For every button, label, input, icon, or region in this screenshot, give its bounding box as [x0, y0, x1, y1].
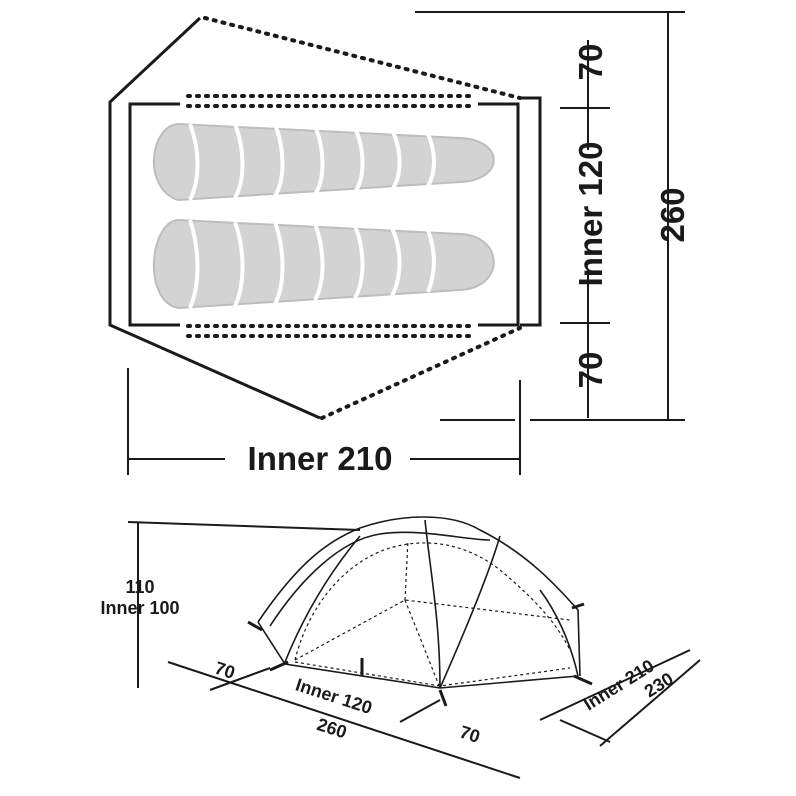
inner-tent-outline	[128, 102, 520, 327]
fly-outline-solid	[108, 16, 321, 420]
label-vestibule-front: 70	[572, 44, 609, 81]
label-inner-120: Inner 120	[572, 142, 609, 287]
sleeping-bag-icon	[153, 122, 495, 310]
label-side-260: 260	[314, 714, 349, 742]
height-ref-line	[127, 521, 361, 531]
label-vestibule-back: 70	[572, 352, 609, 389]
dim-side-right	[539, 649, 701, 747]
dim-side-left	[167, 661, 521, 779]
tent-icon: 110 Inner 100 70 Inner 120 260 70 Inner …	[100, 516, 701, 779]
fly-outline-solid-right	[520, 96, 542, 327]
dim-line-260	[415, 11, 685, 421]
label-260: 260	[654, 187, 691, 242]
label-height-inner-100: Inner 100	[100, 598, 179, 618]
label-inner-210: Inner 210	[248, 440, 393, 477]
fly-outline-dashed-top	[203, 16, 522, 100]
dim-line-sections	[440, 40, 610, 421]
floor-plan: 260 70 Inner 120 70 Inner 210	[108, 11, 691, 477]
label-height-110: 110	[125, 577, 154, 597]
fly-outline-dashed-bottom	[320, 326, 522, 420]
label-side-vestibule-left: 70	[212, 658, 237, 683]
label-side-vestibule-right: 70	[457, 722, 482, 747]
label-side-inner-120: Inner 120	[293, 675, 374, 718]
dim-line-inner-210	[127, 368, 521, 475]
